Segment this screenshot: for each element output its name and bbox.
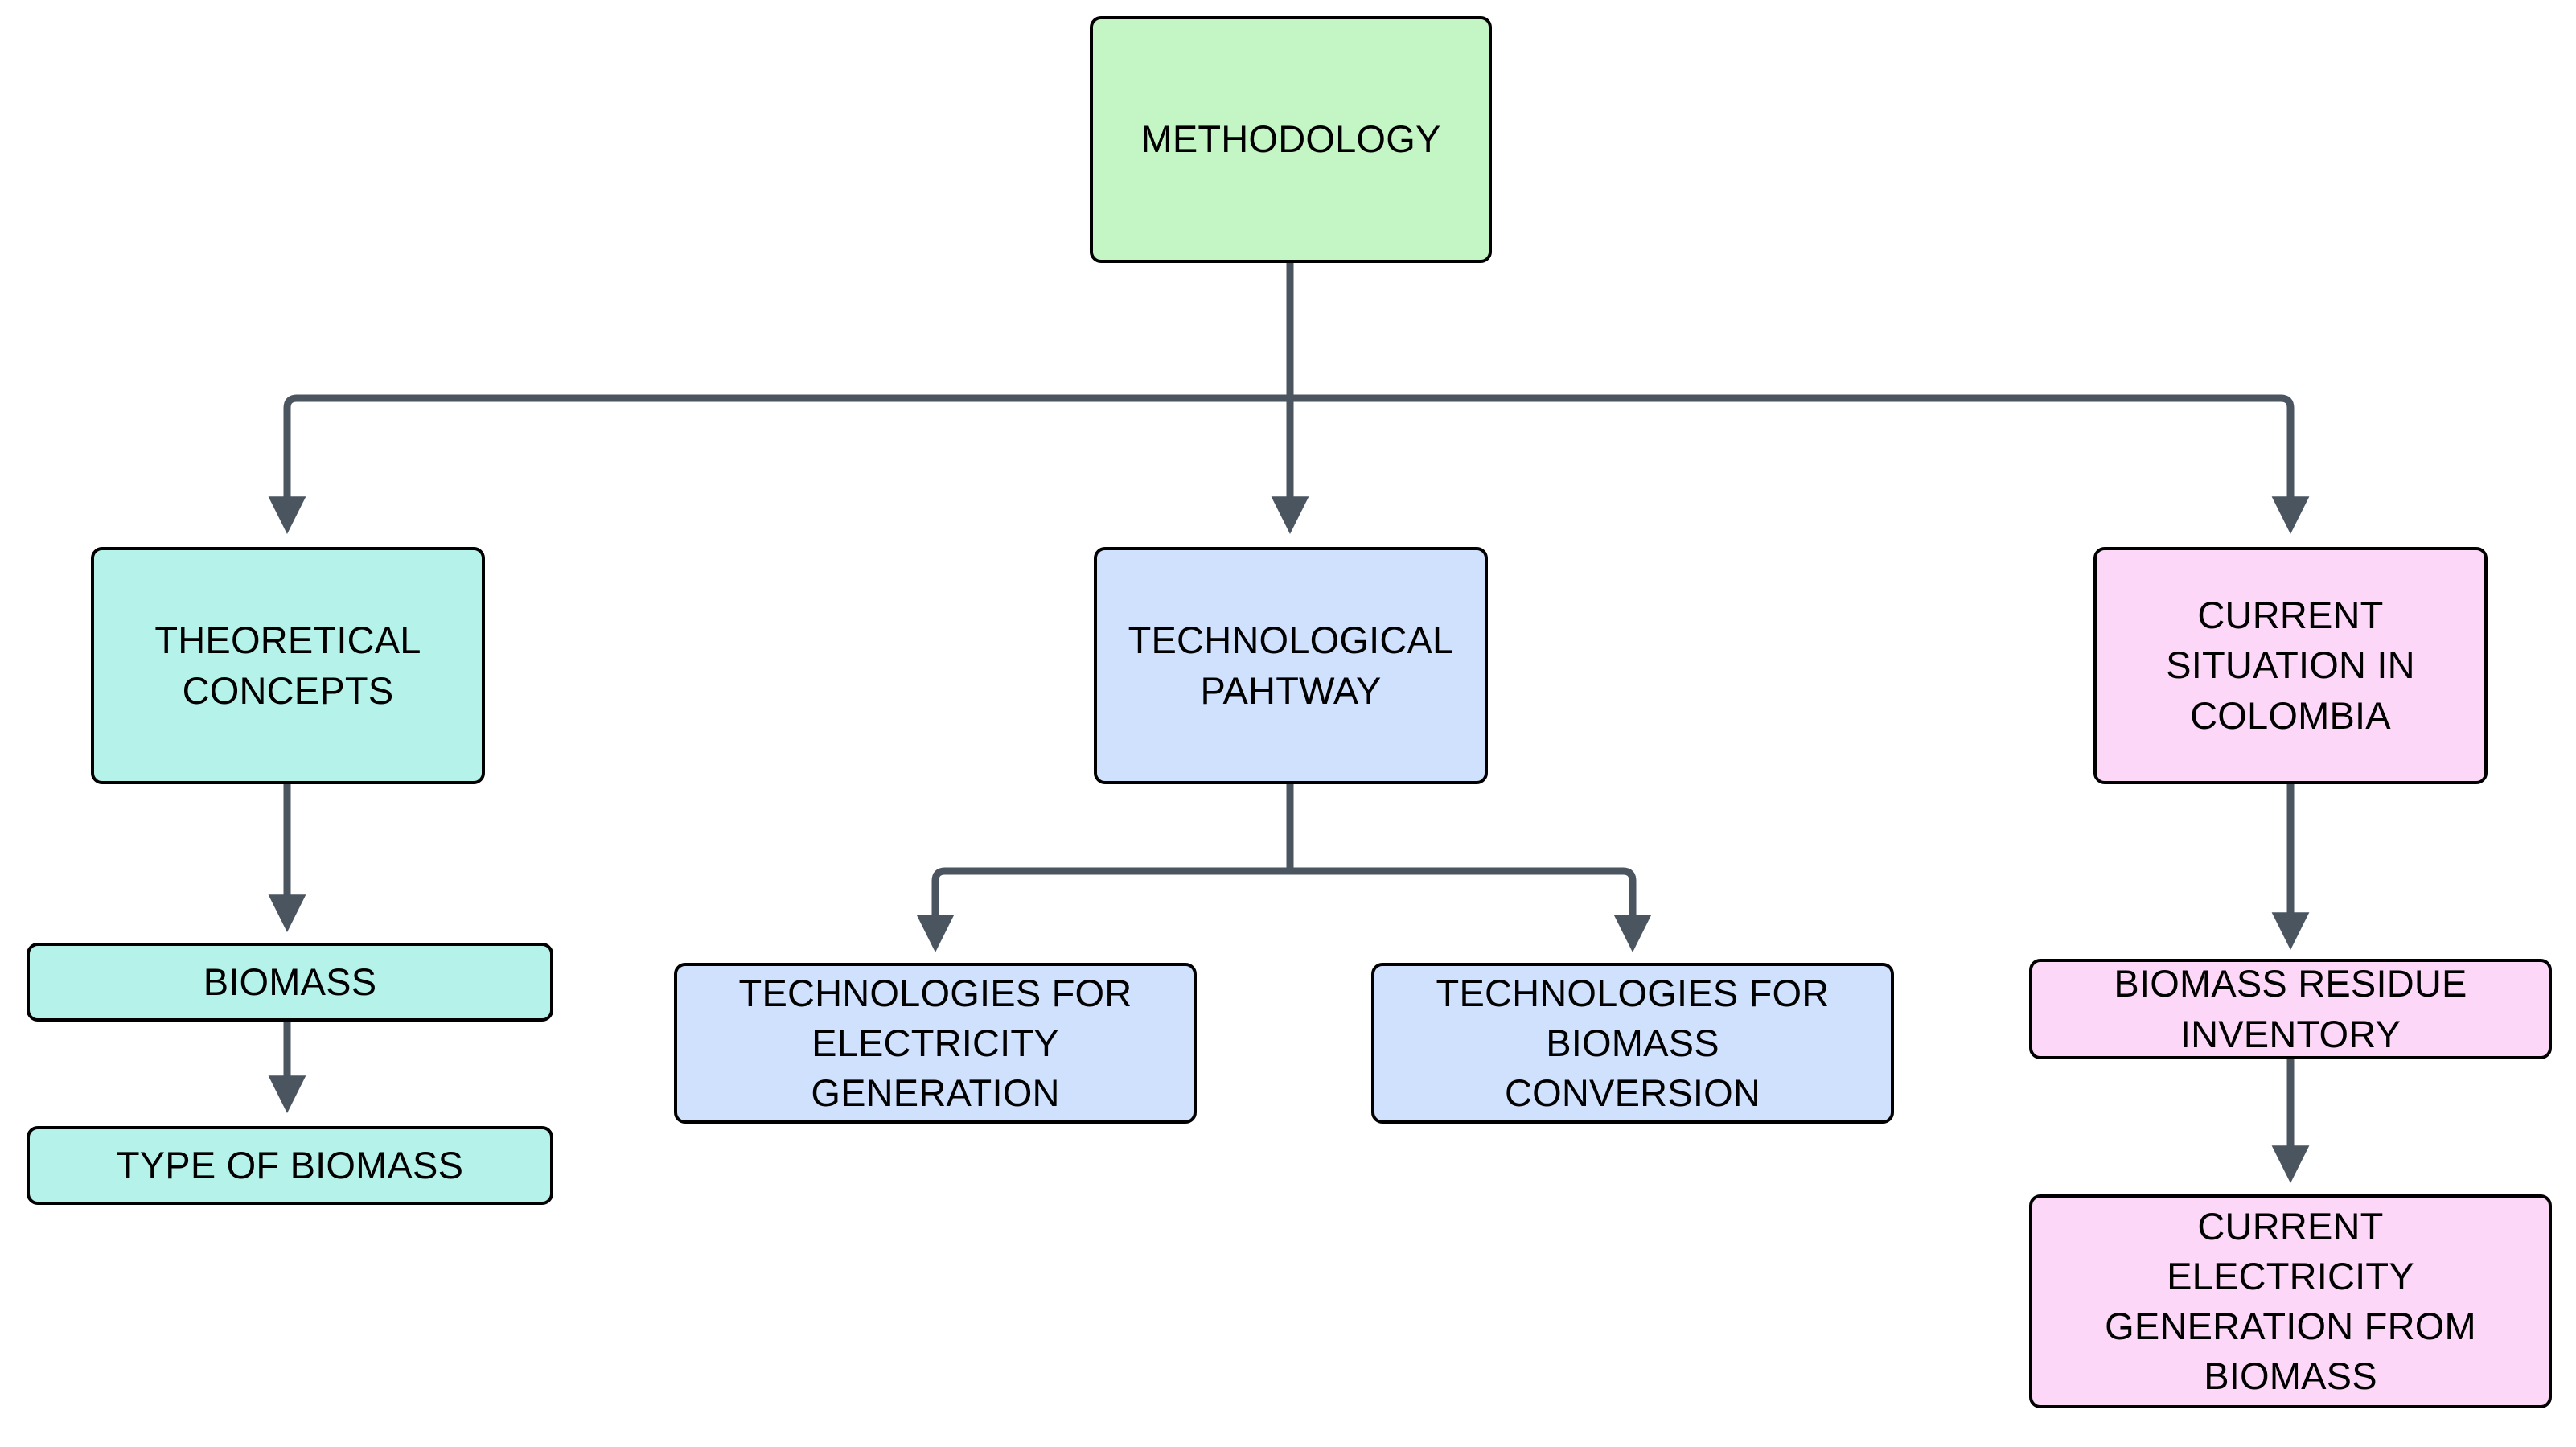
node-technological-pahtway-label: TECHNOLOGICAL PAHTWAY bbox=[1128, 619, 1454, 712]
node-methodology-label: METHODOLOGY bbox=[1140, 117, 1441, 161]
node-tech-electricity-label: TECHNOLOGIES FOR ELECTRICITY GENERATION bbox=[738, 971, 1132, 1115]
node-biomass-residue-label: BIOMASS RESIDUE INVENTORY bbox=[2114, 962, 2467, 1055]
node-current-situation[interactable]: CURRENT SITUATION IN COLOMBIA bbox=[2093, 547, 2488, 784]
edge-technological-pahtway-to-tech-conversion bbox=[1290, 867, 1652, 953]
node-type-of-biomass-label: TYPE OF BIOMASS bbox=[116, 1143, 464, 1186]
node-theoretical-concepts[interactable]: THEORETICAL CONCEPTS bbox=[91, 547, 485, 784]
edge-methodology-to-current-situation bbox=[1290, 394, 2310, 535]
edge-technological-pahtway-to-tech-electricity bbox=[916, 867, 1290, 953]
node-methodology[interactable]: METHODOLOGY bbox=[1090, 16, 1492, 263]
node-current-generation[interactable]: CURRENT ELECTRICITY GENERATION FROM BIOM… bbox=[2029, 1194, 2552, 1408]
node-tech-electricity[interactable]: TECHNOLOGIES FOR ELECTRICITY GENERATION bbox=[674, 963, 1197, 1124]
node-theoretical-concepts-label: THEORETICAL CONCEPTS bbox=[154, 619, 421, 712]
node-biomass[interactable]: BIOMASS bbox=[27, 943, 553, 1022]
edge-methodology-to-theoretical-concepts bbox=[268, 394, 1290, 535]
node-biomass-label: BIOMASS bbox=[203, 960, 377, 1003]
node-current-generation-label: CURRENT ELECTRICITY GENERATION FROM BIOM… bbox=[2105, 1204, 2476, 1398]
node-current-situation-label: CURRENT SITUATION IN COLOMBIA bbox=[2166, 594, 2415, 737]
node-biomass-residue[interactable]: BIOMASS RESIDUE INVENTORY bbox=[2029, 959, 2552, 1059]
node-tech-conversion[interactable]: TECHNOLOGIES FOR BIOMASS CONVERSION bbox=[1371, 963, 1894, 1124]
node-type-of-biomass[interactable]: TYPE OF BIOMASS bbox=[27, 1126, 553, 1205]
node-tech-conversion-label: TECHNOLOGIES FOR BIOMASS CONVERSION bbox=[1436, 971, 1830, 1115]
node-technological-pahtway[interactable]: TECHNOLOGICAL PAHTWAY bbox=[1094, 547, 1488, 784]
